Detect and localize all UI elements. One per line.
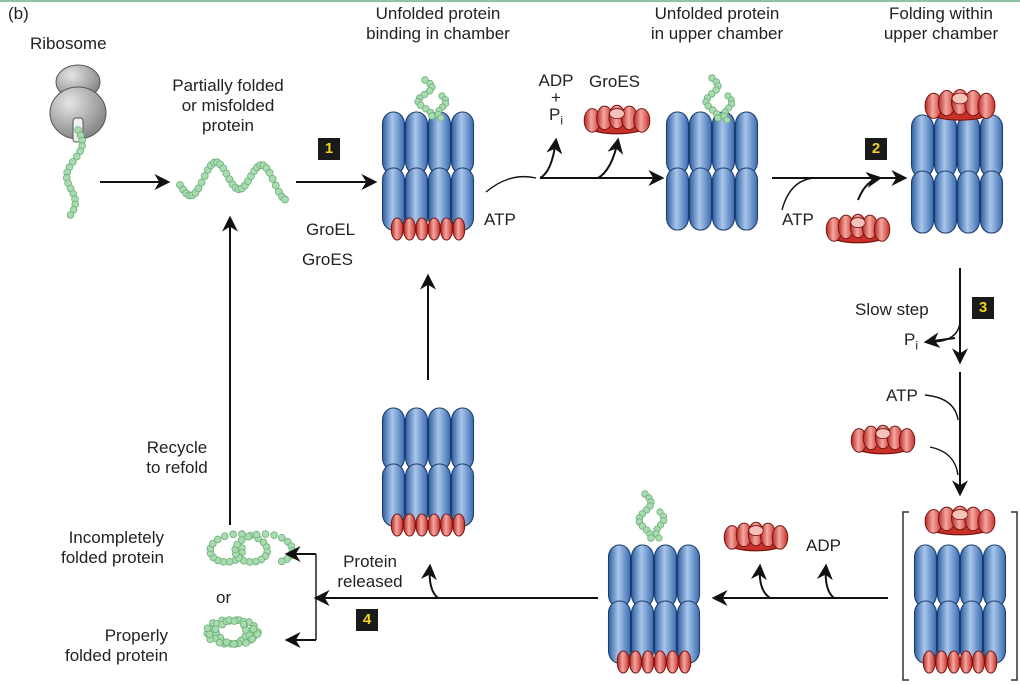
- groel-complex-binding: [381, 111, 475, 241]
- unfolded-protein-upper-2: [720, 92, 736, 124]
- pi-release-label: Pi: [904, 330, 918, 355]
- partially-folded-label-line: protein: [202, 116, 254, 135]
- ribosome-label: Ribosome: [30, 34, 107, 53]
- groel-complex-bracketed: [913, 544, 1007, 674]
- adp-text: ADP: [538, 71, 574, 90]
- ribosome-icon: [49, 64, 107, 143]
- groes-top-label: GroES: [589, 72, 641, 91]
- unfolded-binding-label-line: Unfolded protein: [375, 4, 501, 23]
- groes-bend-3: [929, 446, 959, 476]
- groel-complex-folding: [910, 114, 1004, 234]
- protein-releasing: [635, 490, 655, 542]
- slow-step-label: Slow step: [855, 300, 929, 319]
- unfolded-protein-upper: [702, 74, 722, 122]
- nascent-protein-chain: [62, 126, 86, 219]
- groes-cap-released-top: [583, 104, 651, 135]
- unfolded-upper-label-line: Unfolded protein: [654, 4, 780, 23]
- groes-cap-bracketed: [924, 505, 996, 536]
- arrow-adp-release-bottom: [816, 563, 835, 599]
- atp-bend-3: [924, 394, 959, 421]
- arrow-pi-release: [923, 332, 956, 349]
- adp-pi-label: ADP+Pi: [530, 72, 582, 129]
- bracket-complex: [902, 511, 1018, 681]
- incompletely-label-line: Incompletely: [68, 528, 164, 547]
- partially-folded-label-line: Partially folded: [172, 76, 284, 95]
- atp-label-3: ATP: [886, 386, 918, 405]
- arrow-protein-released: [420, 563, 439, 599]
- p-text: P: [904, 330, 916, 349]
- atp-bend-1: [485, 175, 537, 193]
- step-4-badge: 4: [356, 609, 378, 631]
- atp-bend-2: [781, 177, 815, 211]
- recycle-label-line: Recycle: [146, 438, 208, 457]
- properly-label-line: folded protein: [64, 646, 168, 665]
- groes-cap-incoming: [850, 424, 916, 455]
- step-3-badge: 3: [972, 297, 994, 319]
- panel-label: (b): [8, 4, 29, 23]
- protein-releasing-2: [652, 508, 668, 542]
- groes-cap-folding: [924, 89, 996, 121]
- incompletely-label-line: folded protein: [60, 548, 164, 567]
- groel-complex-upper: [665, 111, 759, 231]
- step-1-badge: 1: [318, 138, 340, 160]
- folding-within-label-line: upper chamber: [883, 24, 999, 43]
- atp-label-2: ATP: [782, 210, 814, 229]
- recycle-label-line: to refold: [146, 458, 208, 477]
- arrow-groes-release: [597, 137, 624, 179]
- adp-bottom-label: ADP: [806, 536, 841, 555]
- unfolded-protein-binding: [414, 76, 436, 120]
- properly-folded-protein: [203, 616, 262, 648]
- sub-i-text: i: [560, 113, 563, 128]
- incompletely-folded-protein: [206, 530, 297, 566]
- unfolded-binding-label-line: binding in chamber: [366, 24, 510, 43]
- protein-released-label-line: released: [337, 572, 403, 591]
- or-label: or: [216, 588, 232, 607]
- groes-cap-binding-step2: [825, 213, 891, 244]
- protein-released-label-line: Protein: [343, 552, 397, 571]
- groel-complex-releasing: [607, 544, 701, 674]
- groel-complex-empty: [381, 407, 475, 537]
- partially-folded-protein: [176, 158, 289, 204]
- top-border-line: [0, 0, 1020, 2]
- properly-label-line: Properly: [104, 626, 168, 645]
- plus-text: +: [551, 88, 561, 107]
- groes-side-label: GroES: [302, 250, 354, 269]
- unfolded-upper-label-line: in upper chamber: [650, 24, 784, 43]
- folding-within-label-line: Folding within: [889, 4, 993, 23]
- arrow-groes-release-bottom: [750, 563, 771, 599]
- unfolded-protein-binding-2: [434, 92, 450, 122]
- partially-folded-label-line: or misfolded: [181, 96, 275, 115]
- arrow-groes-binding: [857, 172, 883, 201]
- atp-label-1: ATP: [484, 210, 516, 229]
- p-text: P: [548, 105, 561, 124]
- step-2-badge: 2: [865, 138, 887, 160]
- groes-cap-released-bottom: [723, 521, 789, 552]
- sub-i-text: i: [915, 338, 919, 353]
- groel-label: GroEL: [306, 220, 356, 239]
- arrow-adp-release: [539, 137, 563, 179]
